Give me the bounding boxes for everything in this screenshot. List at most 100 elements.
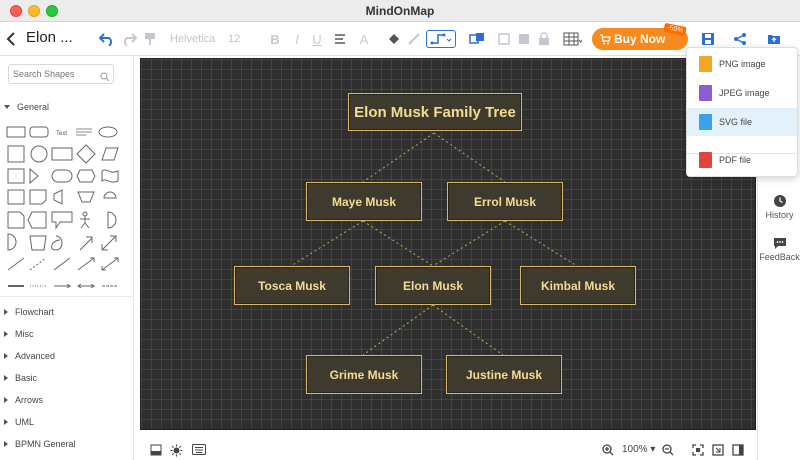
export-folder-icon[interactable] [766,30,782,48]
font-family-value: Helvetica [170,33,216,45]
buy-now-label: Buy Now [614,32,666,46]
export-svg-item[interactable]: SVG file [687,108,797,136]
category-general[interactable]: General [4,102,49,112]
jpeg-file-icon [699,85,712,101]
category-label: UML [15,417,35,427]
shapes-library[interactable]: Text [6,124,122,300]
undo-icon[interactable] [98,30,116,48]
export-pdf-item[interactable]: PDF file [687,146,797,174]
underline-icon[interactable]: U [312,31,322,47]
window-minimize-button[interactable] [28,5,40,17]
fit-screen-icon[interactable] [692,444,704,459]
window-title: MindOnMap [365,4,435,18]
text-color-icon[interactable]: A [359,31,369,47]
zoom-level-value: 100% [622,444,648,455]
line-color-icon[interactable] [406,30,422,48]
bottom-bar: 100% ▾ [136,440,757,460]
zoom-in-icon[interactable] [602,444,614,459]
back-button[interactable] [4,30,18,48]
format-painter-icon[interactable] [142,30,158,48]
document-title[interactable]: Elon ... [26,29,73,46]
chevron-right-icon [4,331,8,337]
diagram-canvas[interactable]: Elon Musk Family Tree Maye Musk Errol Mu… [140,58,756,430]
search-shapes-input[interactable] [8,64,114,84]
node-maye-musk[interactable]: Maye Musk [306,182,422,221]
category-uml[interactable]: UML [4,417,34,427]
redo-icon[interactable] [120,30,138,48]
chevron-down-icon [4,105,10,109]
zoom-level-select[interactable]: 100% ▾ [622,444,656,455]
connector-lines [290,132,578,356]
fullscreen-icon[interactable] [712,444,724,459]
export-menu: PNG image JPEG image SVG file PDF file [686,47,798,177]
pdf-file-icon [699,152,712,168]
node-kimbal-musk[interactable]: Kimbal Musk [520,266,636,305]
zoom-out-icon[interactable] [662,444,674,459]
shapes-panel: General Text [0,56,134,460]
bold-icon[interactable]: B [270,31,280,47]
category-label: Misc [15,329,34,339]
theme-icon[interactable] [170,444,183,460]
node-tosca-musk[interactable]: Tosca Musk [234,266,350,305]
table-icon[interactable] [562,30,584,48]
feedback-label: FeedBack [759,252,800,262]
history-button[interactable]: History [758,194,800,220]
category-general-label: General [17,102,50,112]
category-label: Arrows [15,395,44,405]
menu-item-label: PDF file [719,155,752,165]
group-icon[interactable] [496,30,512,48]
connector-style-button[interactable] [426,30,456,48]
ungroup-icon[interactable] [516,30,532,48]
keyboard-icon[interactable] [192,444,206,458]
svg-text:Text: Text [56,131,67,137]
png-file-icon [699,56,712,72]
window-titlebar: MindOnMap [0,0,800,22]
cart-icon [599,33,611,48]
panel-toggle-icon[interactable] [732,444,744,459]
category-misc[interactable]: Misc [4,329,34,339]
node-errol-musk[interactable]: Errol Musk [447,182,563,221]
chevron-right-icon [4,419,8,425]
category-label: Basic [15,373,38,383]
category-label: BPMN General [15,439,76,449]
font-size-select[interactable]: 12 [228,30,258,48]
share-icon[interactable] [732,30,748,48]
export-png-item[interactable]: PNG image [687,50,797,78]
category-arrows[interactable]: Arrows [4,395,43,405]
chevron-right-icon [4,353,8,359]
font-size-value: 12 [228,33,241,45]
export-jpeg-item[interactable]: JPEG image [687,79,797,107]
feedback-button[interactable]: FeedBack [758,236,800,262]
toolbar: Elon ... Helvetica 12 B I U A [0,22,800,56]
chevron-right-icon [4,375,8,381]
category-label: Advanced [15,351,56,361]
category-flowchart[interactable]: Flowchart [4,307,54,317]
window-maximize-button[interactable] [46,5,58,17]
chevron-right-icon [4,441,8,447]
category-bpmn-general[interactable]: BPMN General [4,439,76,449]
buy-now-button[interactable]: Buy Now [592,28,688,50]
chevron-right-icon [4,309,8,315]
arrange-icon[interactable] [468,30,488,48]
save-icon[interactable] [700,30,716,48]
category-label: Flowchart [15,307,55,317]
window-close-button[interactable] [10,5,22,17]
node-elon-musk[interactable]: Elon Musk [375,266,491,305]
page-view-icon[interactable] [150,444,162,459]
svg-file-icon [699,114,712,130]
node-title[interactable]: Elon Musk Family Tree [348,93,522,131]
chevron-right-icon [4,397,8,403]
menu-item-label: PNG image [719,59,766,69]
search-icon [100,69,110,87]
align-icon[interactable] [332,30,350,48]
category-advanced[interactable]: Advanced [4,351,55,361]
category-basic[interactable]: Basic [4,373,37,383]
italic-icon[interactable]: I [295,31,299,47]
node-grime-musk[interactable]: Grime Musk [306,355,422,394]
node-justine-musk[interactable]: Justine Musk [446,355,562,394]
fill-color-icon[interactable] [386,30,402,48]
menu-item-label: SVG file [719,117,753,127]
font-family-select[interactable]: Helvetica [170,30,222,48]
lock-icon[interactable] [536,30,552,48]
menu-item-label: JPEG image [719,88,770,98]
